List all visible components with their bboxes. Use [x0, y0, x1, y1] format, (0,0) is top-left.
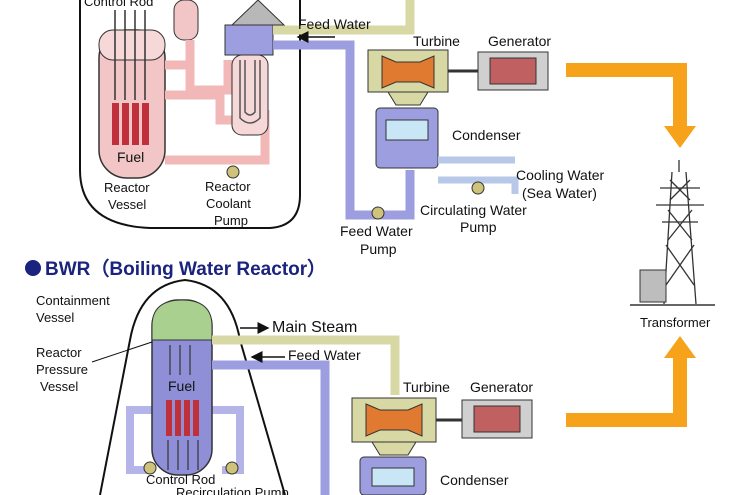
bwr-recirculation-pump-right — [225, 461, 239, 475]
pwr-steam-generator — [224, 0, 286, 136]
bwr-recirculation-pump-label: Recirculation Pump — [176, 485, 289, 495]
power-arrow-top — [566, 63, 687, 130]
pwr-fuel-rods — [112, 103, 149, 145]
bwr-generator — [461, 399, 533, 439]
power-arrow-top-head — [664, 126, 696, 148]
bwr-control-rod-label: Control Rod — [146, 472, 215, 487]
pwr-fuel-label: Fuel — [117, 149, 144, 165]
bwr-condenser — [359, 441, 427, 495]
pwr-circulating-pump — [471, 181, 485, 195]
pwr-generator — [477, 51, 549, 91]
bwr-section: BWR（Boiling Water Reactor） — [25, 257, 533, 495]
bwr-rpv-label-2: Pressure — [36, 362, 88, 377]
pwr-pressurizer — [173, 0, 199, 41]
bwr-control-rods — [167, 440, 199, 470]
bwr-fuel-label: Fuel — [168, 378, 195, 394]
pwr-cooling-water-label-2: (Sea Water) — [522, 185, 597, 201]
bwr-turbine-label: Turbine — [403, 379, 450, 395]
bwr-condenser-label: Condenser — [440, 472, 509, 488]
bwr-title-bullet — [25, 260, 41, 276]
bwr-turbine — [351, 397, 465, 443]
bwr-containment-label-1: Containment — [36, 293, 110, 308]
pwr-feed-pump — [371, 206, 385, 220]
bwr-feed-water-label: Feed Water — [288, 347, 361, 363]
pwr-feed-pump-label-2: Pump — [360, 241, 397, 257]
bwr-containment-outline — [99, 278, 286, 495]
bwr-feed-water-line — [212, 360, 330, 495]
bwr-steam-dome — [151, 299, 213, 341]
bwr-main-steam-line — [212, 335, 400, 395]
pwr-feed-water-line — [273, 40, 415, 220]
pwr-coolant-pump-label-3: Pump — [214, 213, 248, 228]
bwr-separators — [169, 345, 191, 375]
bwr-rpv-label-1: Reactor — [36, 345, 82, 360]
power-arrow-bottom-head — [664, 336, 696, 358]
pwr-turbine — [367, 49, 480, 93]
bwr-containment-label-2: Vessel — [36, 310, 74, 325]
pwr-control-rods — [114, 10, 146, 100]
pwr-turbine-label: Turbine — [413, 33, 460, 49]
bwr-main-steam-label: Main Steam — [272, 319, 357, 336]
pwr-condenser-label: Condenser — [452, 127, 521, 143]
pwr-cooling-water-line — [438, 156, 519, 194]
power-flow-arrows — [566, 63, 696, 427]
pwr-steam-line — [273, 0, 415, 35]
transformer-label: Transformer — [640, 315, 711, 330]
pwr-control-rod-label: Control Rod — [84, 0, 153, 9]
pwr-containment-outline — [79, 0, 301, 229]
pwr-reactor-vessel-label-2: Vessel — [108, 197, 146, 212]
pwr-cooling-water-label-1: Cooling Water — [516, 167, 605, 183]
pwr-circulating-pump-label-2: Pump — [460, 219, 497, 235]
bwr-title: BWR（Boiling Water Reactor） — [45, 257, 326, 280]
power-arrow-bottom — [566, 355, 687, 427]
pwr-vessel-head — [98, 29, 166, 61]
pwr-reactor-vessel-label-1: Reactor — [104, 180, 150, 195]
pwr-coolant-pump — [226, 165, 240, 179]
pwr-generator-label: Generator — [488, 33, 551, 49]
bwr-fuel-rods — [166, 400, 199, 436]
bwr-generator-label: Generator — [470, 379, 533, 395]
pwr-section: Control Rod Fuel Reactor Vessel Reactor … — [79, 0, 605, 257]
pwr-feed-water-label: Feed Water — [298, 16, 371, 32]
pwr-coolant-pump-label-1: Reactor — [205, 179, 251, 194]
pwr-condenser — [375, 91, 439, 169]
bwr-recirculation-pump-left — [143, 461, 157, 475]
bwr-rpv-label-3: Vessel — [40, 379, 78, 394]
pwr-coolant-pump-label-2: Coolant — [206, 196, 251, 211]
pwr-circulating-pump-label-1: Circulating Water — [420, 202, 527, 218]
transformer-unit — [630, 269, 715, 306]
bwr-rpv-leader — [91, 341, 153, 363]
pwr-feed-pump-label-1: Feed Water — [340, 223, 413, 239]
